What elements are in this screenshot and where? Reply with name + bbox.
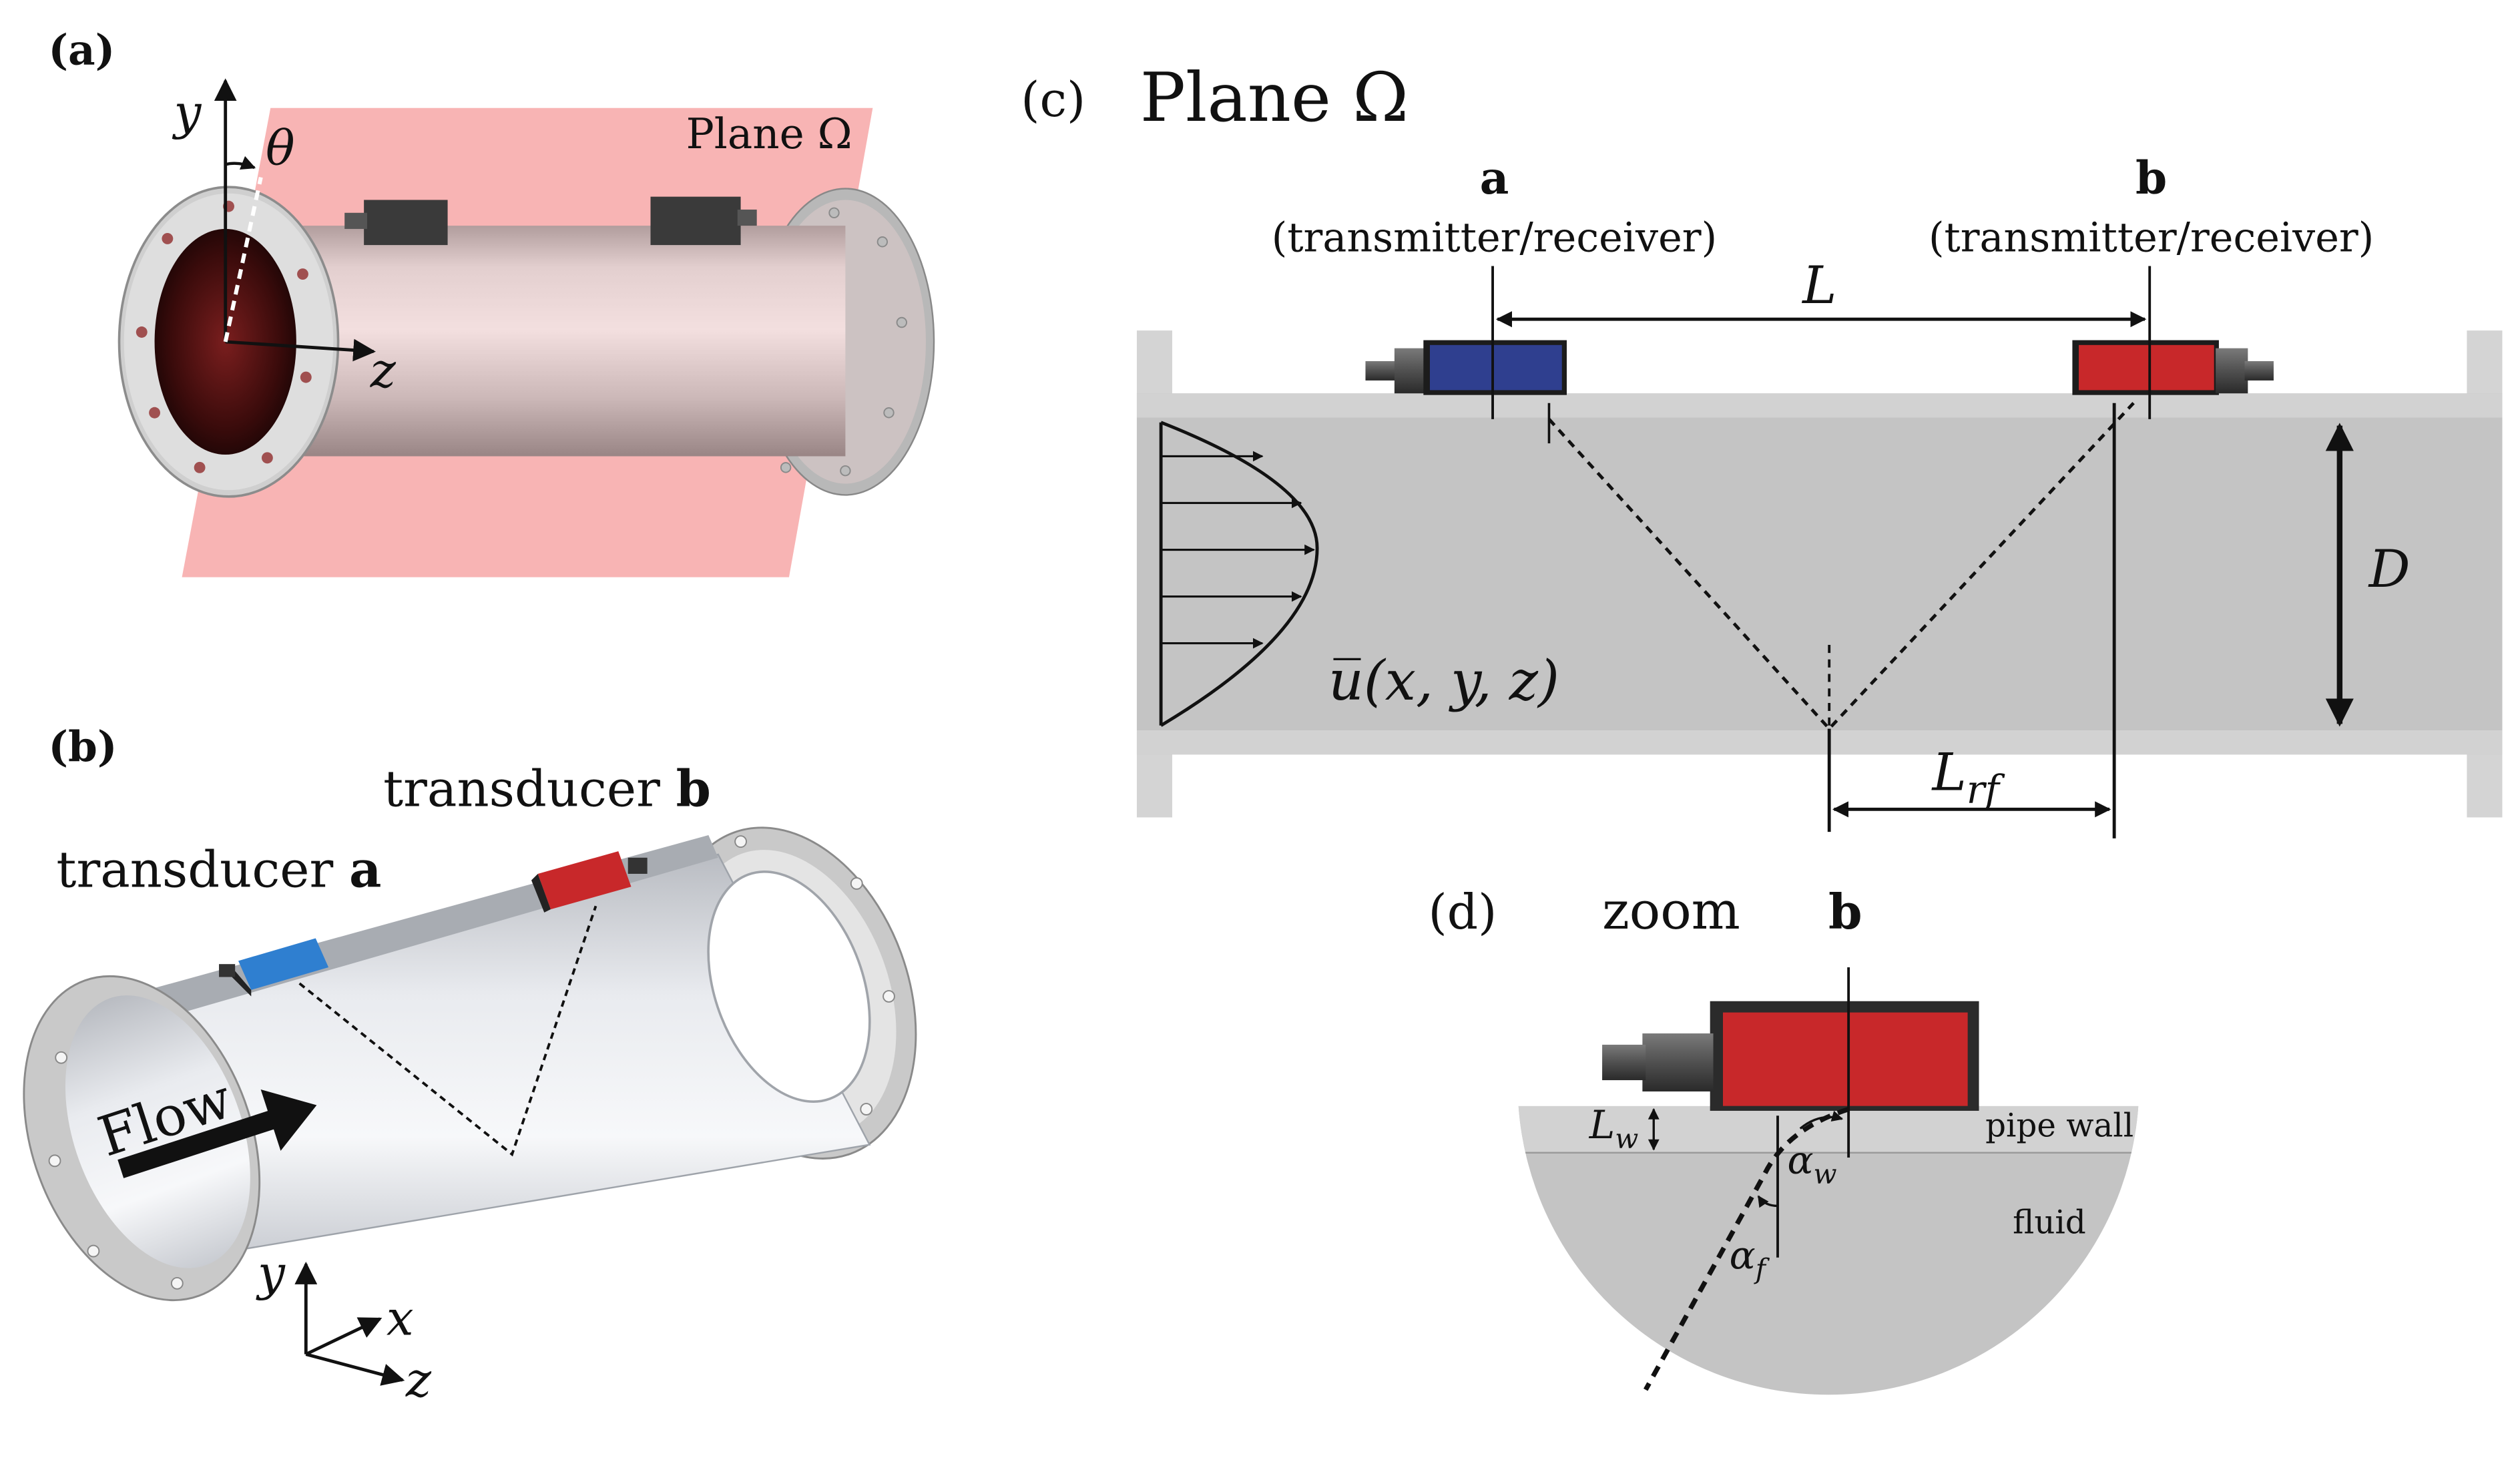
panel-a: (a) bbox=[48, 25, 935, 577]
Lrf-label: Lrf bbox=[1931, 742, 2005, 812]
zoom-transducer-b bbox=[1602, 1001, 1979, 1111]
pipe-section bbox=[1136, 393, 2503, 755]
axis-x-b-label: x bbox=[387, 1291, 414, 1347]
transducer-b-3d-top bbox=[650, 196, 757, 246]
zoom-label: zoom bbox=[1602, 881, 1740, 941]
panel-b: (b) transducer a transducer b bbox=[23, 722, 917, 1408]
panel-b-label: (b) bbox=[48, 722, 117, 771]
acoustic-path-2d bbox=[1547, 402, 2135, 732]
axis-x-b bbox=[305, 1317, 383, 1356]
velocity-profile bbox=[1159, 421, 1319, 727]
transducer-b-role-c: (transmitter/receiver) bbox=[1929, 215, 2374, 262]
transducer-b-letter-c: b bbox=[2135, 152, 2167, 204]
axis-z-a-label: z bbox=[370, 343, 397, 399]
theta-label: θ bbox=[266, 120, 295, 176]
transducer-a-2d bbox=[1365, 340, 1567, 395]
theta-arc bbox=[225, 156, 256, 170]
refracted-ray bbox=[1644, 1107, 1850, 1391]
D-label: D bbox=[2368, 539, 2411, 599]
transducer-b-2d bbox=[2072, 340, 2274, 395]
panel-c-label: (c) bbox=[1021, 72, 1085, 128]
plane-omega-label: Plane Ω bbox=[686, 109, 852, 158]
transducer-a-3d-top bbox=[344, 200, 448, 246]
bottom-wall bbox=[1136, 730, 2503, 755]
transducer-a-role-c: (transmitter/receiver) bbox=[1272, 215, 1717, 262]
panel-a-label: (a) bbox=[48, 25, 115, 75]
axis-y-b-label: y bbox=[256, 1246, 286, 1302]
panel-d-label: (d) bbox=[1429, 885, 1497, 941]
zoom-pipe-wall bbox=[1518, 1105, 2139, 1153]
top-wall bbox=[1136, 393, 2503, 418]
axis-z-a bbox=[225, 338, 376, 362]
axis-z-b-label: z bbox=[405, 1352, 432, 1408]
acoustic-path-3d bbox=[298, 905, 597, 1157]
pipe-wall-label: pipe wall bbox=[1985, 1107, 2133, 1145]
alpha-w-label: αw bbox=[1787, 1138, 1836, 1190]
axis-y-a-label: y bbox=[172, 85, 202, 141]
zoom-b-letter: b bbox=[1828, 884, 1862, 941]
theta-dash bbox=[223, 177, 263, 342]
transducer-a-caption: transducer a bbox=[56, 840, 381, 899]
transducer-b-caption: transducer b bbox=[383, 759, 711, 818]
Lw-label: Lw bbox=[1589, 1102, 1639, 1155]
velocity-label: u̅(x, y, z) bbox=[1328, 650, 1559, 713]
pipe-3d-b: Flow bbox=[23, 826, 917, 1302]
panel-c-title: Plane Ω bbox=[1140, 58, 1409, 137]
fluid-label: fluid bbox=[2013, 1204, 2086, 1241]
transducer-b-3d bbox=[531, 851, 648, 913]
transducer-a-3d bbox=[219, 938, 329, 997]
transducer-a-letter-c: a bbox=[1480, 152, 1509, 204]
panel-c: (c) Plane Ω a (transmitter/receiver) b (… bbox=[1021, 58, 2503, 838]
axis-z-b bbox=[305, 1352, 405, 1386]
panel-d: (d) zoom b Lw αw αf bbox=[1429, 881, 2139, 1395]
L-label: L bbox=[1801, 256, 1836, 316]
